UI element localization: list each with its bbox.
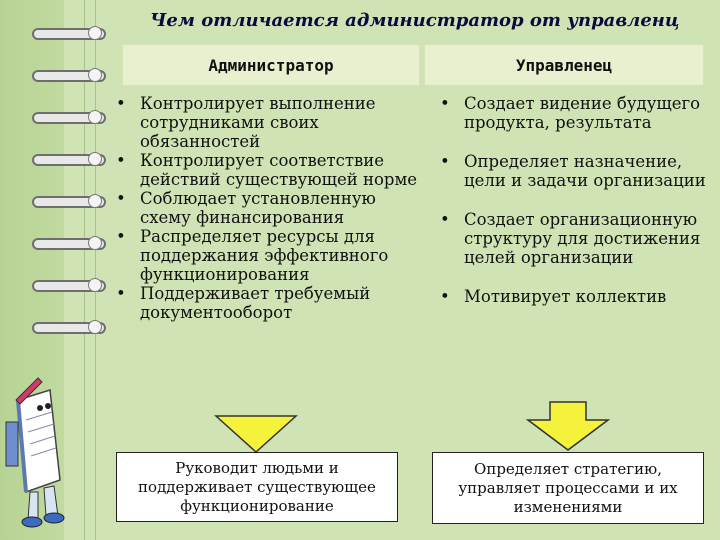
admin-item-text: Распределяет ресурсы для поддержания эфф… (140, 227, 389, 284)
notebook-ring-icon (32, 194, 106, 208)
list-item: • Поддерживает требуемый документооборот (110, 284, 420, 322)
admin-item-text: Соблюдает установленную схему финансиров… (140, 189, 376, 227)
manager-item-text: Мотивирует коллектив (464, 287, 667, 306)
manager-summary-text: Определяет стратегию, управляет процесса… (458, 459, 678, 516)
bullet-icon: • (116, 227, 126, 246)
list-item: • Контролирует выполнение сотрудниками св… (110, 94, 420, 151)
arrow-down-icon (526, 401, 610, 451)
list-item: • Контролирует соответствие действий суще… (110, 151, 420, 189)
admin-summary-text: Руководит людьми и поддерживает существу… (138, 458, 376, 515)
admin-item-text: Поддерживает требуемый документооборот (140, 284, 371, 322)
manager-bullet-list: • Создает видение будущего продукта, резу… (434, 94, 720, 326)
bullet-icon: • (440, 94, 450, 113)
bullet-icon: • (440, 287, 450, 306)
notebook-mascot-icon (5, 377, 65, 528)
bullet-icon: • (116, 151, 126, 170)
arrow-down-icon (214, 415, 298, 454)
bullet-icon: • (440, 210, 450, 229)
manager-item-text: Создает организационную структуру для до… (464, 210, 701, 267)
list-item: • Определяет назначение, цели и задачи ор… (434, 152, 720, 190)
bullet-icon: • (116, 284, 126, 303)
notebook-binding-line (84, 0, 96, 540)
list-item: • Мотивирует коллектив (434, 287, 720, 306)
bullet-icon: • (116, 94, 126, 113)
admin-summary-box: Руководит людьми и поддерживает существу… (116, 452, 398, 522)
list-item: • Распределяет ресурсы для поддержания эф… (110, 227, 420, 284)
admin-bullet-list: • Контролирует выполнение сотрудниками св… (110, 94, 420, 322)
manager-summary-box: Определяет стратегию, управляет процесса… (432, 452, 704, 524)
notebook-ring-icon (32, 26, 106, 40)
notebook-ring-icon (32, 110, 106, 124)
admin-item-text: Контролирует выполнение сотрудниками сво… (140, 94, 376, 151)
slide-background (64, 0, 720, 540)
bullet-icon: • (440, 152, 450, 171)
list-item: • Соблюдает установленную схему финансиро… (110, 189, 420, 227)
list-item: • Создает видение будущего продукта, резу… (434, 94, 720, 132)
notebook-ring-icon (32, 68, 106, 82)
notebook-ring-icon (32, 236, 106, 250)
manager-item-text: Создает видение будущего продукта, резул… (464, 94, 701, 132)
bullet-icon: • (116, 189, 126, 208)
admin-item-text: Контролирует соответствие действий сущес… (140, 151, 418, 189)
admin-column-header: Администратор (122, 44, 420, 86)
list-item: • Создает организационную структуру для д… (434, 210, 720, 267)
notebook-ring-icon (32, 152, 106, 166)
notebook-ring-icon (32, 278, 106, 292)
manager-column-header: Управленец (424, 44, 704, 86)
notebook-ring-icon (32, 320, 106, 334)
manager-item-text: Определяет назначение, цели и задачи орг… (464, 152, 706, 190)
slide-title: Чем отличается администратор от управлен… (150, 10, 680, 31)
